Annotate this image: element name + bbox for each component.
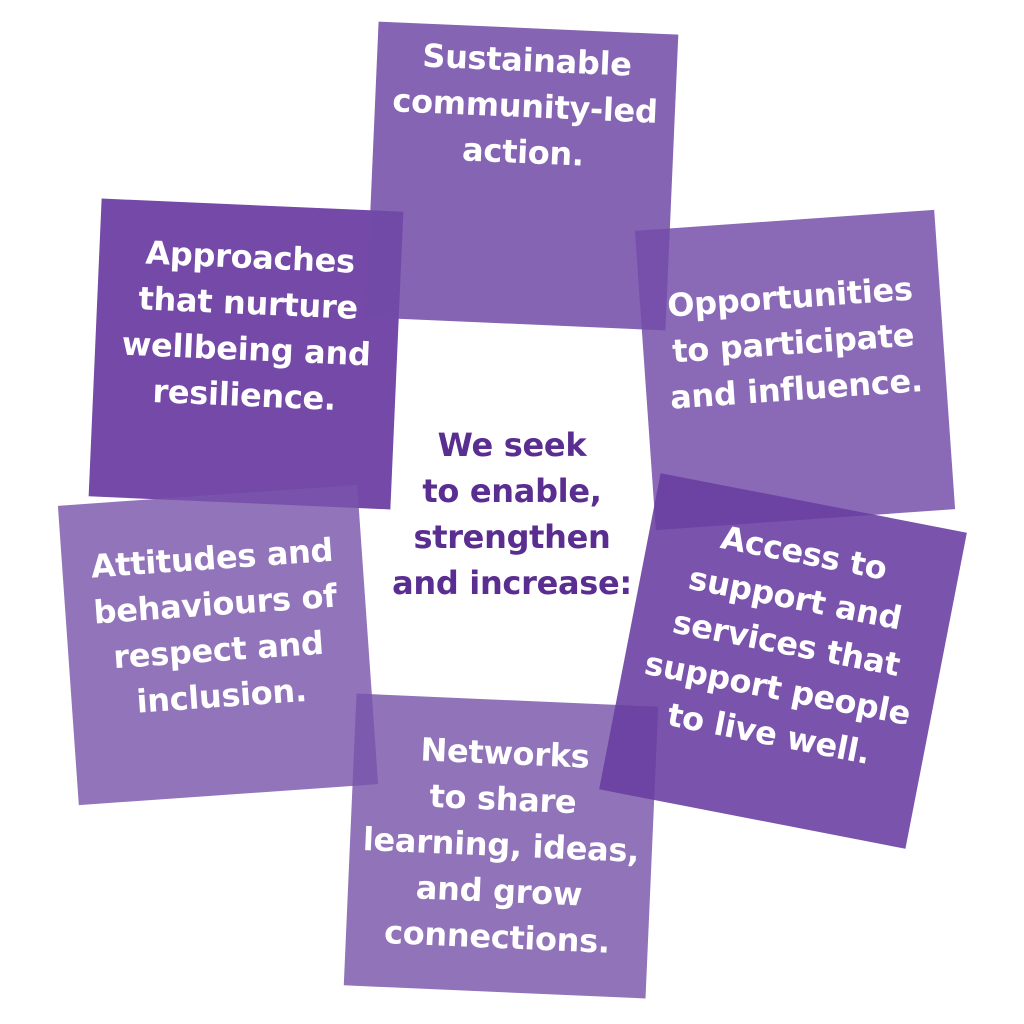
tile-support-access: Access to support and services that supp… [599,473,967,849]
tile-wellbeing-approaches: Approaches that nurture wellbeing and re… [88,198,404,510]
center-statement: We seek to enable, strengthen and increa… [392,426,632,602]
tile-wellbeing-approaches-text: Approaches that nurture wellbeing and re… [121,233,372,418]
tile-participation-opportunities-text: Opportunities to participate and influen… [666,269,924,417]
tile-respect-inclusion: Attitudes and behaviours of respect and … [57,484,379,806]
tile-respect-inclusion-text: Attitudes and behaviours of respect and … [89,530,338,721]
tile-sustainable-action: Sustainable community-led action. [365,21,679,331]
tile-support-access-text: Access to support and services that supp… [641,518,914,772]
tile-networks-text: Networks to share learning, ideas, and g… [362,730,640,961]
tile-sustainable-action-text: Sustainable community-led action. [391,36,659,174]
